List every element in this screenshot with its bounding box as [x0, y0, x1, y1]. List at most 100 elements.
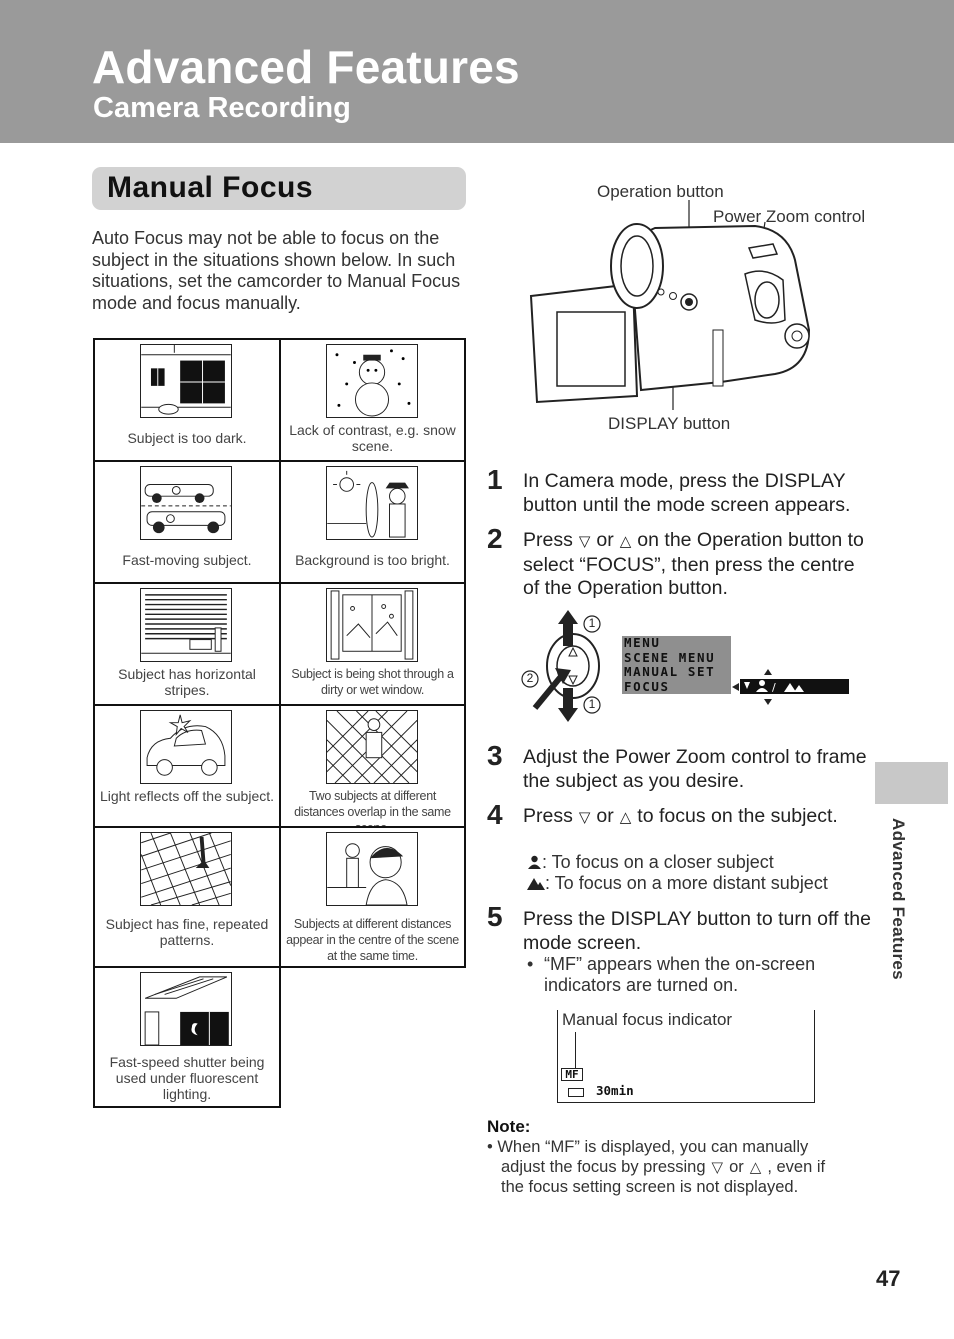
situation-cell: Background is too bright. — [279, 460, 466, 584]
people-distances-illustration — [326, 832, 418, 906]
tape-remaining: 30min — [596, 1083, 634, 1098]
mf-tag: MF — [561, 1068, 583, 1081]
operation-button-label: Operation button — [597, 182, 724, 201]
side-tab-label: Advanced Features — [889, 818, 908, 980]
step-4-or: or — [596, 805, 614, 827]
situation-caption: Subject has fine, repeated patterns. — [105, 916, 269, 948]
menu-line: MENU — [624, 635, 661, 650]
down-triangle-icon: ▽ — [578, 808, 591, 826]
step-2-text: Press ▽ or △on the Operation button to sele… — [523, 529, 873, 601]
section-heading: Manual Focus — [92, 167, 466, 210]
situation-cell: Subject is being shot through a dirty or… — [279, 582, 466, 706]
side-tab — [875, 762, 948, 804]
shiny-car-illustration — [140, 710, 232, 784]
situations-grid: Subject is too dark. Lack of contrast, e… — [93, 338, 466, 1108]
power-zoom-label: Power Zoom control — [713, 207, 866, 226]
bright-beach-illustration — [326, 466, 418, 540]
note-line-3: the focus setting screen is not displaye… — [501, 1178, 799, 1196]
mf-indicator-label: Manual focus indicator — [562, 1010, 733, 1029]
step-number: 5 — [487, 901, 503, 932]
camcorder-illustration — [529, 200, 811, 410]
menu-line: SCENE MENU — [624, 649, 716, 665]
callout-1-icon — [583, 615, 601, 633]
svg-text:/: / — [772, 681, 776, 694]
situation-cell: Subject is too dark. — [93, 338, 281, 462]
note-text: • When “MF” is displayed, you can manual… — [487, 1137, 867, 1197]
display-button-label: DISPLAY button — [608, 414, 731, 433]
operation-button-diagram — [532, 610, 600, 722]
step-number: 4 — [487, 799, 503, 830]
step-2-pre: Press — [523, 529, 573, 551]
step-2-post: on the Operation button to select “FOCUS… — [523, 529, 864, 599]
step-3-text: Adjust the Power Zoom control to frame t… — [523, 746, 867, 792]
situation-caption: Fast-moving subject. — [122, 552, 252, 568]
step-number: 2 — [487, 523, 503, 554]
step-2-or: or — [596, 529, 614, 551]
step-1-text: In Camera mode, press the DISPLAY button… — [523, 470, 851, 516]
step-5-text: Press the DISPLAY button to turn off the… — [523, 908, 871, 954]
up-triangle-icon: △ — [749, 1158, 762, 1176]
callout-left: 2 — [526, 671, 534, 685]
menu-line: FOCUS — [624, 678, 670, 694]
situation-cell: Subject has horizontal stripes. — [93, 582, 281, 706]
up-triangle-icon: △ — [619, 808, 632, 826]
step-4-text: Press ▽ or △ to focus on the subject. — [523, 805, 873, 830]
section-title: Manual Focus — [107, 171, 314, 204]
near-focus-text: : To focus on a closer subject — [542, 852, 774, 872]
situation-caption: Light reflects off the subject. — [99, 788, 275, 804]
focus-selector: / — [732, 669, 849, 705]
note-mid: adjust the focus by pressing — [501, 1158, 706, 1176]
intro-text: Auto Focus may not be able to focus on t… — [92, 228, 461, 313]
step-number: 1 — [487, 464, 503, 495]
person-icon — [528, 855, 541, 869]
step-4-post: to focus on the subject. — [637, 805, 838, 827]
situation-caption: Fast-speed shutter being used under fluo… — [109, 1054, 265, 1102]
dark-room-illustration — [140, 344, 232, 418]
up-triangle-icon: △ — [619, 532, 632, 550]
down-triangle-icon: ▽ — [711, 1158, 724, 1176]
situation-caption: Subject is too dark. — [127, 430, 247, 446]
situation-cell: Two subjects at different distances over… — [279, 704, 466, 835]
situation-cell: Fast-moving subject. — [93, 460, 281, 584]
page-header: Advanced Features Camera Recording — [0, 0, 954, 143]
situation-cell: Fast-speed shutter being used under fluo… — [93, 966, 281, 1108]
situation-caption: Subject is being shot through a dirty or… — [291, 667, 454, 697]
near-focus-line: : To focus on a closer subject — [527, 852, 774, 873]
blinds-illustration — [140, 588, 232, 662]
step-number: 3 — [487, 740, 503, 771]
fluorescent-lighting-illustration — [140, 972, 232, 1046]
situation-caption: Lack of contrast, e.g. snow scene. — [289, 422, 456, 454]
situation-caption: Two subjects at different distances over… — [294, 789, 451, 835]
far-focus-line: : To focus on a more distant subject — [527, 873, 828, 894]
mountain-icon — [527, 878, 545, 890]
situation-cell: Subject has fine, repeated patterns. — [93, 826, 281, 972]
callout-bottom: 1 — [588, 697, 596, 711]
situation-cell: Lack of contrast, e.g. snow scene. — [279, 338, 466, 462]
callout-2-icon — [521, 670, 539, 688]
tiled-floor-illustration — [140, 832, 232, 906]
down-triangle-icon: ▽ — [578, 532, 591, 550]
mf-pointer-line — [575, 1032, 576, 1068]
step-5-bullet: “MF” appears when the on-screen indicato… — [544, 954, 816, 995]
note-line-1: • When “MF” is displayed, you can manual… — [487, 1138, 809, 1156]
race-cars-illustration — [140, 466, 232, 540]
situation-caption: Background is too bright. — [295, 552, 450, 568]
tape-icon — [568, 1088, 584, 1097]
note-or: or — [729, 1158, 744, 1176]
fence-illustration — [326, 710, 418, 784]
note-line-2: adjust the focus by pressing ▽ or △ , even i… — [487, 1157, 867, 1177]
page-number: 47 — [876, 1266, 901, 1291]
mf-display-screen: Manual focus indicator MF 30min — [557, 1010, 815, 1103]
step-4-pre: Press — [523, 805, 573, 827]
far-focus-text: : To focus on a more distant subject — [545, 873, 828, 893]
note-post: , even if — [767, 1158, 826, 1176]
note-heading: Note: — [487, 1117, 531, 1136]
menu-screen: MENU SCENE MENU MANUAL SET FOCUS — [622, 635, 731, 694]
callout-top: 1 — [588, 616, 596, 630]
situation-cell: Subjects at different distances appear i… — [279, 826, 466, 968]
page-subtitle: Camera Recording — [93, 92, 351, 124]
wet-window-illustration — [326, 588, 418, 662]
bullet-dot: • — [527, 954, 534, 974]
callout-1b-icon — [583, 696, 601, 714]
page-title: Advanced Features — [92, 41, 520, 93]
